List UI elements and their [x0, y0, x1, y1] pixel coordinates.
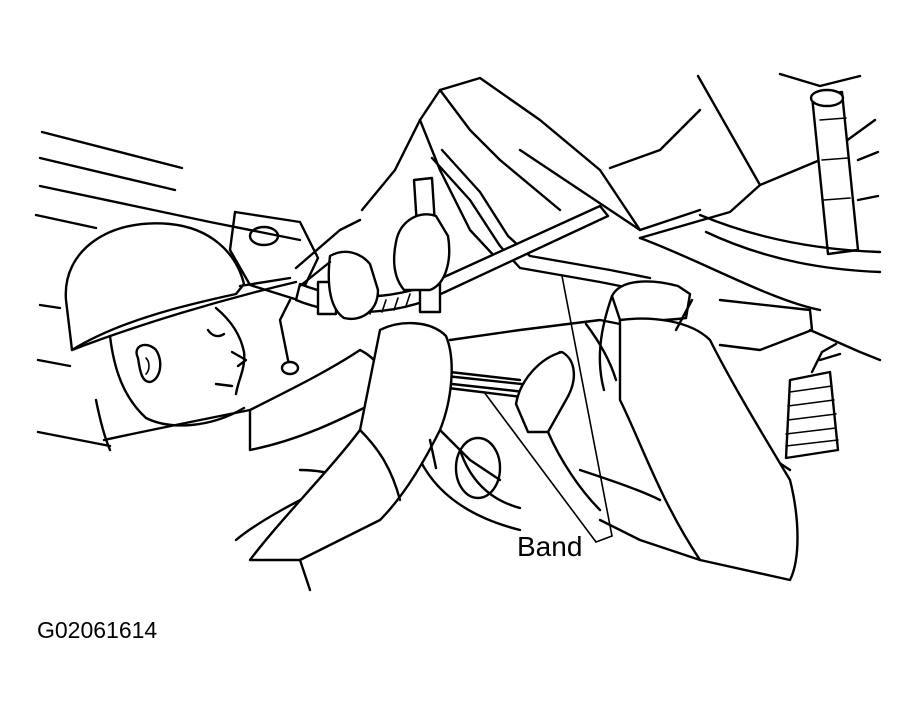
band-callout-leaders [483, 275, 613, 543]
band-label: Band [517, 531, 583, 562]
second-worker-hands [514, 280, 799, 582]
figure-id: G02061614 [37, 617, 158, 643]
vehicle-underbody [34, 72, 882, 562]
right-coupling [784, 342, 842, 460]
technician-figure [64, 213, 453, 592]
